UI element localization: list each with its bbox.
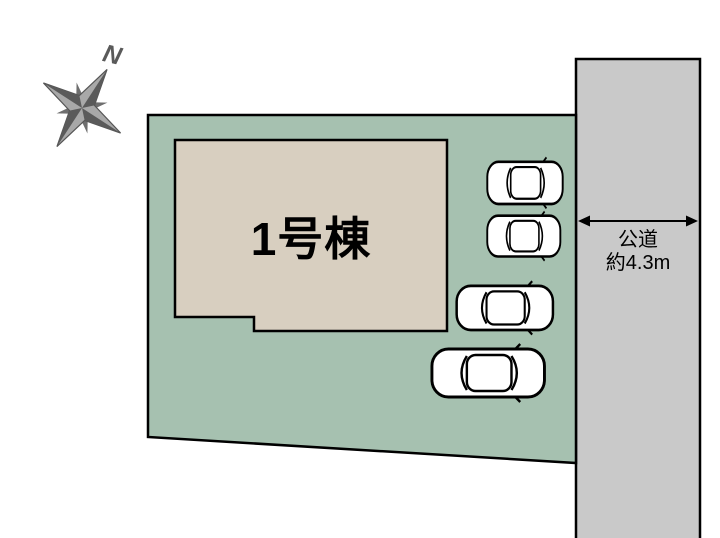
building-label: 1号棟	[250, 212, 372, 265]
compass-rose-icon	[42, 68, 122, 148]
compass-facet	[82, 69, 108, 108]
arrow-head-left	[578, 215, 590, 227]
car-icon	[485, 210, 562, 263]
arrow-head-right	[686, 215, 698, 227]
car-icon	[430, 342, 546, 404]
road-width-arrow-icon	[578, 215, 698, 227]
road-name: 公道	[618, 229, 658, 251]
building-footprint	[173, 138, 449, 333]
car-icon	[485, 156, 565, 210]
road-width-label: 公道 約4.3m	[576, 229, 700, 275]
road-band	[574, 57, 702, 538]
compass-facet	[82, 108, 121, 134]
road-width-value: 約4.3m	[605, 252, 671, 274]
car-icon	[455, 279, 555, 336]
